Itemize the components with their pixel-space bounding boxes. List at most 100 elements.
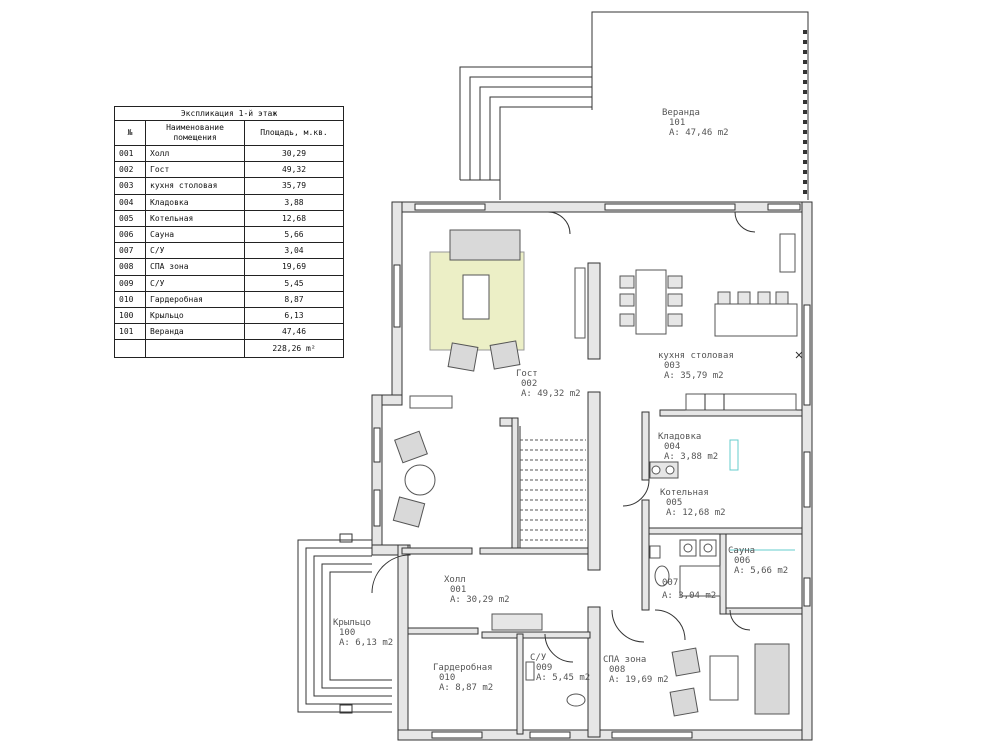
svg-text:004: 004 (664, 442, 680, 452)
svg-text:A: 12,68 m2: A: 12,68 m2 (666, 508, 726, 518)
railing-post (803, 90, 807, 94)
room-label-gost: Гост 002 A: 49,32 m2 (516, 369, 581, 399)
svg-text:A: 8,87 m2: A: 8,87 m2 (439, 683, 493, 693)
room-name: Кладовка (145, 193, 245, 211)
svg-text:A: 5,45 m2: A: 5,45 m2 (536, 673, 590, 683)
header-area: Площадь, м.кв. (244, 120, 344, 146)
room-name: Веранда (145, 323, 245, 341)
coffee-table (462, 274, 490, 320)
room-area: 19,69 (244, 258, 344, 276)
room-number: 010 (114, 290, 146, 308)
room-area: 6,13 (244, 306, 344, 325)
table-title: Экспликация 1-й этаж (114, 106, 344, 121)
svg-text:С/У: С/У (530, 653, 547, 663)
railing-post (803, 40, 807, 44)
svg-text:Сауна: Сауна (728, 546, 755, 556)
header-name: Наименование помещения (145, 120, 245, 146)
doors (371, 211, 756, 663)
svg-text:006: 006 (734, 556, 750, 566)
utility-fixtures (649, 439, 795, 597)
veranda (459, 11, 809, 200)
room-labels: Веранда 101 A: 47,46 m2 Гост 002 A: 49,3… (333, 108, 788, 693)
kitchen-furniture (619, 233, 803, 411)
armchair (447, 342, 479, 372)
svg-text:Гардеробная: Гардеробная (433, 662, 493, 673)
room-number: 004 (114, 193, 146, 211)
room-number: 008 (114, 258, 146, 276)
svg-text:005: 005 (666, 498, 682, 508)
interior-walls (401, 262, 803, 738)
room-label-pantry: Кладовка 004 A: 3,88 m2 (658, 432, 718, 462)
railing-post (803, 180, 807, 184)
svg-text:Кладовка: Кладовка (658, 432, 701, 442)
room-number: 006 (114, 225, 146, 244)
railing-post (803, 190, 807, 194)
svg-text:002: 002 (521, 379, 537, 389)
railing-post (803, 170, 807, 174)
room-label-wc7: 007 A: 3,04 m2 (662, 578, 716, 601)
room-label-porch: Крыльцо 100 A: 6,13 m2 (333, 618, 393, 648)
header-number: № (114, 120, 146, 146)
room-name: С/У (145, 274, 245, 292)
spa-furniture (525, 643, 790, 717)
svg-text:A: 3,88 m2: A: 3,88 m2 (664, 452, 718, 462)
svg-text:Гост: Гост (516, 369, 538, 379)
svg-text:009: 009 (536, 663, 552, 673)
windows (373, 203, 811, 739)
hall-furniture (392, 430, 543, 631)
room-name: СПА зона (145, 258, 245, 276)
railing-post (803, 100, 807, 104)
svg-text:СПА зона: СПА зона (603, 655, 646, 665)
svg-text:Холл: Холл (444, 575, 466, 585)
svg-text:001: 001 (450, 585, 466, 595)
svg-text:010: 010 (439, 673, 455, 683)
svg-text:008: 008 (609, 665, 625, 675)
room-number: 005 (114, 209, 146, 227)
table-header: № Наименование помещения Площадь, м.кв. (114, 120, 344, 146)
svg-text:A: 47,46 m2: A: 47,46 m2 (669, 128, 729, 138)
sofa (449, 229, 521, 261)
room-number: 007 (114, 242, 146, 260)
room-area: 5,45 (244, 274, 344, 292)
svg-text:Крыльцо: Крыльцо (333, 618, 371, 628)
room-name: Сауна (145, 225, 245, 244)
table-total: 228,26 m² (244, 339, 344, 359)
room-area: 3,88 (244, 193, 344, 211)
room-label-veranda: Веранда 101 A: 47,46 m2 (662, 108, 729, 138)
table-total-row: 228,26 m² (114, 339, 344, 359)
svg-text:003: 003 (664, 361, 680, 371)
room-number: 002 (114, 161, 146, 179)
room-name: Котельная (145, 209, 245, 227)
room-name: Гост (145, 161, 245, 179)
railing-post (803, 60, 807, 64)
svg-text:A: 3,04 m2: A: 3,04 m2 (662, 591, 716, 601)
room-area: 3,04 (244, 242, 344, 260)
room-name: Холл (145, 144, 245, 163)
room-number: 100 (114, 306, 146, 325)
railing-post (803, 30, 807, 34)
armchair (489, 340, 521, 370)
room-name: кухня столовая (145, 177, 245, 195)
room-area: 5,66 (244, 225, 344, 244)
svg-text:A: 30,29 m2: A: 30,29 m2 (450, 595, 510, 605)
svg-text:A: 35,79 m2: A: 35,79 m2 (664, 371, 724, 381)
room-label-hall: Холл 001 A: 30,29 m2 (444, 575, 510, 605)
railing-post (803, 50, 807, 54)
veranda-steps (459, 66, 592, 181)
railing-post (803, 110, 807, 114)
railing-post (803, 150, 807, 154)
tv-stand (574, 267, 586, 339)
svg-text:A: 19,69 m2: A: 19,69 m2 (609, 675, 669, 685)
room-area: 12,68 (244, 209, 344, 227)
railing-post (803, 70, 807, 74)
